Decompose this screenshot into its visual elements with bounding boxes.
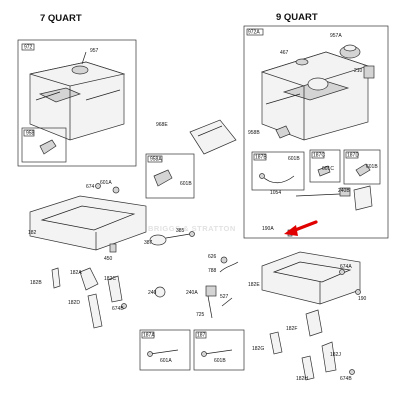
part-label-182: 182 — [28, 230, 37, 236]
clamp-527 — [221, 297, 233, 307]
part-label-187c: 187C — [313, 153, 325, 159]
part-label-240: 240 — [148, 290, 157, 296]
clip-674a — [339, 269, 345, 275]
part-label-788: 788 — [208, 268, 217, 274]
part-label-450: 450 — [104, 256, 113, 262]
part-label-674b: 674B — [340, 376, 352, 382]
pump-387 — [149, 234, 167, 246]
valve-958b — [275, 125, 291, 139]
bracket-182f — [305, 309, 323, 337]
box-958a — [145, 153, 195, 199]
part-label-182a: 182A — [70, 270, 82, 276]
line-788 — [219, 261, 239, 273]
valve-958 — [39, 139, 57, 155]
part-label-1054: 1054 — [270, 190, 281, 196]
filter-240 — [154, 286, 166, 298]
brackets-left — [51, 267, 127, 329]
part-label-957a: 957A — [330, 33, 342, 39]
part-label-187d: 187D — [347, 153, 359, 159]
bracket-182j — [321, 341, 337, 373]
frame-182e — [261, 229, 361, 305]
cap-467 — [295, 58, 309, 66]
part-label-674a: 674A — [340, 264, 352, 270]
bracket-182c — [107, 275, 123, 303]
grommet-450 — [109, 243, 117, 253]
part-label-527: 527 — [220, 294, 229, 300]
part-label-968e: 968E — [156, 122, 168, 128]
part-label-601a: 601A — [100, 180, 112, 186]
clip-674b — [121, 303, 127, 309]
part-label-626: 626 — [208, 254, 217, 260]
part-label-601b: 601B — [180, 181, 192, 187]
highlight-arrow-icon — [284, 220, 318, 236]
line-725 — [207, 295, 213, 319]
box-972 — [17, 39, 137, 167]
fuel-line-1054 — [295, 193, 341, 197]
brackets-right — [269, 309, 355, 381]
box-187 — [193, 329, 245, 371]
part-label-182h: 182H — [296, 376, 308, 382]
bracket-182a — [79, 267, 99, 291]
part-label-182d: 182D — [68, 300, 80, 306]
part-label-958: 958 — [26, 131, 35, 137]
box-972a — [243, 25, 389, 239]
nine-quart-title: 9 QUART — [276, 12, 318, 23]
center-parts — [149, 231, 239, 319]
gauge-210 — [363, 65, 375, 79]
clamp-626 — [220, 256, 228, 264]
filter-240b — [353, 185, 373, 211]
part-label-674b: 674B — [112, 306, 124, 312]
part-label-601b: 601B — [288, 156, 300, 162]
part-label-210: 210 — [354, 68, 363, 74]
part-label-182f: 182F — [286, 326, 297, 332]
part-label-187: 187 — [197, 333, 206, 339]
part-label-182b: 182B — [30, 280, 42, 286]
filter-240a — [205, 285, 217, 297]
clip-674 — [95, 183, 101, 189]
part-label-467: 467 — [280, 50, 289, 56]
frame-182 — [29, 183, 147, 253]
part-label-601a: 601A — [160, 358, 172, 364]
bracket-182g — [269, 331, 283, 355]
part-label-958b: 958B — [248, 130, 260, 136]
part-label-601c: 601C — [322, 166, 334, 172]
box-187a — [139, 329, 191, 371]
part-label-958a: 958A — [150, 157, 162, 163]
seven-quart-title: 7 QUART — [40, 13, 82, 24]
part-label-385: 385 — [176, 228, 185, 234]
part-label-182e: 182E — [248, 282, 260, 288]
part-label-240b: 240B — [338, 188, 350, 194]
part-label-972a: 972A — [248, 30, 260, 36]
part-label-674: 674 — [86, 184, 95, 190]
watermark-text: BRIGGS & STRATTON — [148, 224, 236, 233]
clamp-385 — [189, 231, 195, 237]
fuel-cap-957 — [71, 65, 89, 75]
part-label-387: 387 — [144, 240, 153, 246]
bracket-182b — [51, 267, 61, 289]
part-number-labels: 972 957 958 972A 467 957A 210 968E 958B 958A 601B 1… — [24, 30, 378, 383]
clip-674b-right — [349, 369, 355, 375]
part-label-725: 725 — [196, 312, 205, 318]
part-label-240a: 240A — [186, 290, 198, 296]
part-label-190: 190 — [358, 296, 367, 302]
part-label-182g: 182G — [252, 346, 264, 352]
bracket-182h — [301, 355, 315, 381]
plate-968e — [189, 119, 237, 155]
part-label-601b: 601B — [366, 164, 378, 170]
grommet-190 — [355, 289, 361, 295]
part-label-957: 957 — [90, 48, 99, 54]
part-label-182c: 182C — [104, 276, 116, 282]
bushing-601a — [112, 186, 120, 194]
part-label-190a: 190A — [262, 226, 274, 232]
bracket-182d — [87, 293, 103, 329]
part-label-601b: 601B — [214, 358, 226, 364]
part-label-187b: 187B — [255, 155, 267, 161]
part-label-187a: 187A — [143, 333, 155, 339]
part-label-972: 972 — [24, 45, 33, 51]
part-label-182j: 182J — [330, 352, 341, 358]
